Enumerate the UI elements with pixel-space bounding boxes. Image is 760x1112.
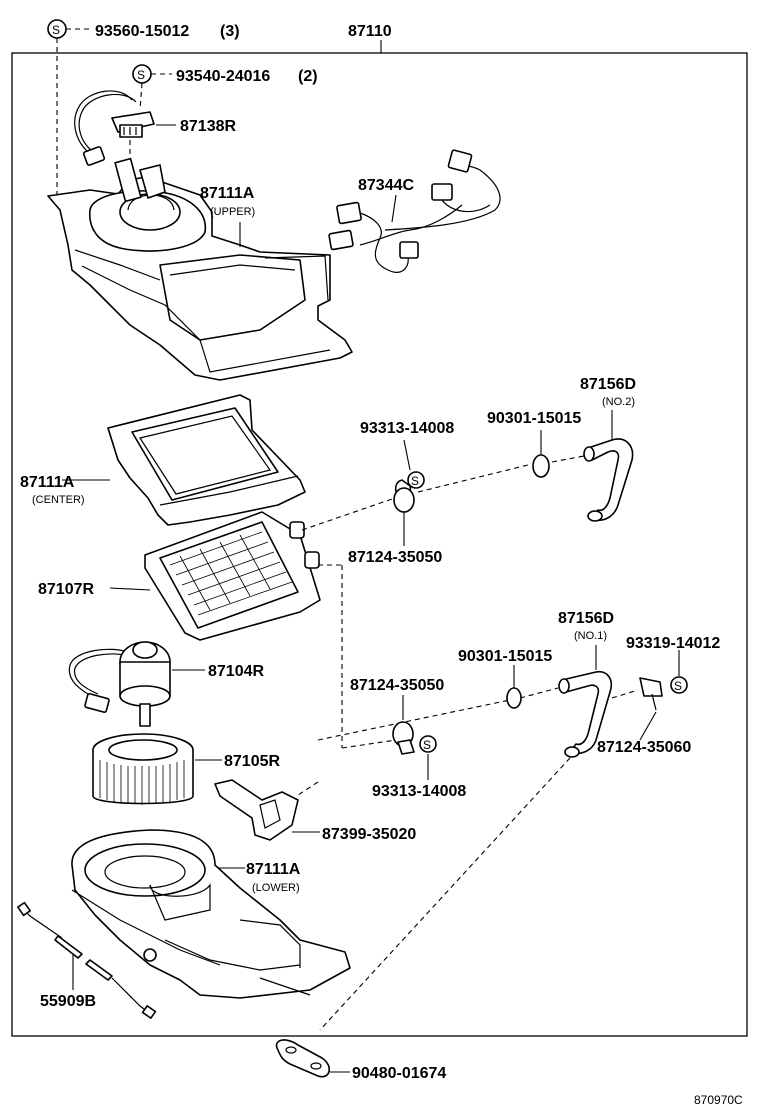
lower-housing-87111a-drawing	[71, 829, 351, 999]
part-label-87104r: 87104R	[208, 663, 264, 680]
part-label-93313-14008-upper: 93313-14008	[360, 420, 454, 437]
part-label-93319-14012: 93319-14012	[626, 635, 720, 652]
part-label-87111a-center: 87111A	[20, 474, 75, 491]
servo-motor-87138r-drawing	[74, 90, 176, 166]
screw-callout-93560: S 93560-15012 (3)	[47, 19, 240, 200]
part-note-center: (CENTER)	[32, 494, 85, 506]
screw-symbol-icon	[407, 471, 425, 489]
blower-fan-87105r-drawing	[92, 733, 222, 805]
part-label-87124-35060: 87124-35060	[597, 739, 691, 756]
part-label-90301-15015-lower: 90301-15015	[458, 648, 552, 665]
svg-text:S: S	[674, 679, 682, 693]
part-note-lower: (LOWER)	[252, 882, 300, 894]
main-assembly-number: 87110	[348, 23, 392, 40]
part-label-90480-01674: 90480-01674	[352, 1065, 446, 1082]
assembly-boundary-frame	[11, 52, 748, 1037]
lower-hose-assembly-drawing: S S	[317, 564, 688, 1031]
screw-symbol-icon	[670, 676, 688, 694]
part-label-90301-15015-upper: 90301-15015	[487, 410, 581, 427]
part-label-87156d-no2: 87156D	[580, 376, 636, 393]
part-qty-93560-15012: (3)	[220, 23, 240, 40]
part-label-87107r: 87107R	[38, 581, 94, 598]
part-label-87105r: 87105R	[224, 753, 280, 770]
part-qty-93540-24016: (2)	[298, 68, 318, 85]
part-note-upper: (UPPER)	[210, 206, 255, 218]
cable-55909b-drawing	[17, 901, 157, 1019]
heater-core-87107r-drawing	[109, 511, 321, 641]
part-label-87138r: 87138R	[180, 118, 236, 135]
wire-harness-87344c-drawing	[328, 149, 501, 273]
upper-hose-assembly-drawing: S	[301, 410, 634, 546]
diagram-reference-number: 870970C	[694, 1093, 743, 1107]
screw-symbol-icon	[419, 735, 437, 753]
upper-housing-87111a-drawing	[47, 157, 353, 381]
blower-motor-87104r-drawing	[68, 641, 205, 727]
part-label-93313-14008-lower: 93313-14008	[372, 783, 466, 800]
part-label-55909b: 55909B	[40, 993, 96, 1010]
part-label-93560-15012: 93560-15012	[95, 23, 189, 40]
svg-text:S: S	[137, 68, 145, 82]
screw-symbol-letter: S	[52, 23, 60, 37]
bracket-87399-35020-drawing	[214, 779, 320, 841]
svg-text:S: S	[423, 738, 431, 752]
part-label-87111a-lower: 87111A	[246, 861, 301, 878]
part-label-87111a-upper: 87111A	[200, 185, 255, 202]
part-label-87344c: 87344C	[358, 177, 414, 194]
part-label-93540-24016: 93540-24016	[176, 68, 270, 85]
center-housing-87111a-drawing	[62, 394, 306, 526]
grommet-90480-01674-drawing	[275, 1039, 350, 1078]
part-label-87156d-no1: 87156D	[558, 610, 614, 627]
part-note-no1: (NO.1)	[574, 630, 607, 642]
svg-text:S: S	[411, 474, 419, 488]
part-label-87399-35020: 87399-35020	[322, 826, 416, 843]
part-note-no2: (NO.2)	[602, 396, 635, 408]
part-label-87124-35050-upper: 87124-35050	[348, 549, 442, 566]
screw-callout-93540: S 93540-24016 (2)	[132, 64, 318, 111]
part-label-87124-35050-lower: 87124-35050	[350, 677, 444, 694]
